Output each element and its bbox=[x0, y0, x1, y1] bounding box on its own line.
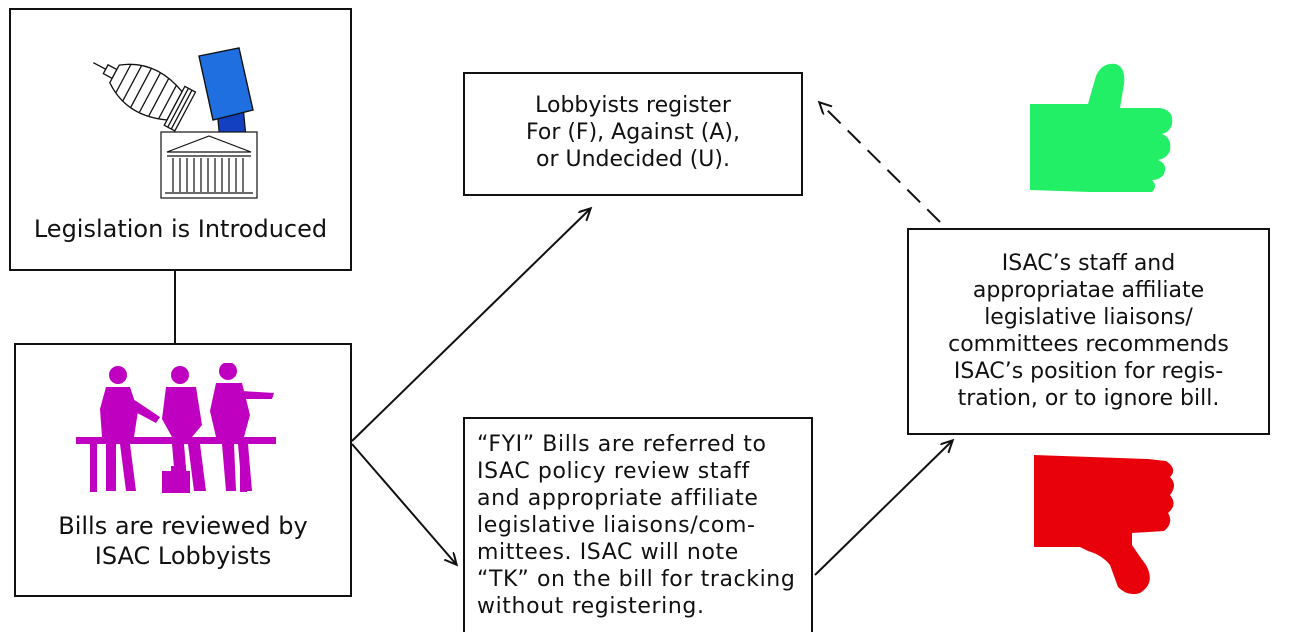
fyi-line-6: “TK” on the bill for tracking bbox=[477, 567, 796, 592]
node-staff-recommends: ISAC’s staff and appropriatae affiliate … bbox=[907, 228, 1270, 435]
register-line-2: For (F), Against (A), bbox=[525, 120, 741, 145]
recommend-line-3: legislative liaisons/ bbox=[984, 305, 1193, 330]
capitol-dome-with-documents-icon bbox=[93, 47, 258, 199]
dashed-arrow-to-register bbox=[820, 103, 941, 223]
fyi-line-3: and appropriate affiliate bbox=[477, 486, 759, 511]
register-line-3: or Undecided (U). bbox=[536, 147, 730, 172]
recommend-line-4: committees recommends bbox=[948, 332, 1229, 357]
recommend-line-6: tration, or to ignore bill. bbox=[957, 386, 1220, 411]
fyi-line-4: legislative liaisons/com- bbox=[477, 513, 756, 538]
recommend-line-1: ISAC’s staff and bbox=[1001, 251, 1176, 276]
fyi-line-7: without registering. bbox=[477, 594, 705, 619]
recommend-line-2: appropriatae affiliate bbox=[972, 278, 1205, 303]
register-line-1: Lobbyists register bbox=[535, 93, 731, 118]
recommend-line-5: ISAC’s position for regis- bbox=[953, 359, 1224, 384]
node-bills-reviewed: Bills are reviewed by ISAC Lobbyists bbox=[14, 343, 352, 597]
node-legislation-introduced: Legislation is Introduced bbox=[9, 8, 352, 271]
thumbs-down-icon bbox=[1034, 455, 1174, 595]
node-legislation-introduced-label: Legislation is Introduced bbox=[33, 215, 328, 243]
thumbs-up-icon bbox=[1030, 63, 1173, 192]
business-meeting-people-icon bbox=[76, 363, 276, 493]
fyi-line-2: ISAC policy review staff bbox=[477, 459, 750, 484]
arrow-to-register bbox=[351, 209, 590, 442]
fyi-line-1: “FYI” Bills are referred to bbox=[477, 432, 767, 457]
node-bills-reviewed-label-line-1: Bills are reviewed by bbox=[58, 512, 308, 540]
arrow-to-fyi bbox=[351, 443, 456, 564]
node-fyi-bills: “FYI” Bills are referred to ISAC policy … bbox=[463, 417, 813, 632]
node-lobbyists-register: Lobbyists register For (F), Against (A),… bbox=[463, 72, 803, 196]
arrow-to-recommend bbox=[814, 441, 952, 576]
fyi-line-5: mittees. ISAC will note bbox=[477, 540, 739, 565]
node-bills-reviewed-label-line-2: ISAC Lobbyists bbox=[94, 542, 272, 570]
